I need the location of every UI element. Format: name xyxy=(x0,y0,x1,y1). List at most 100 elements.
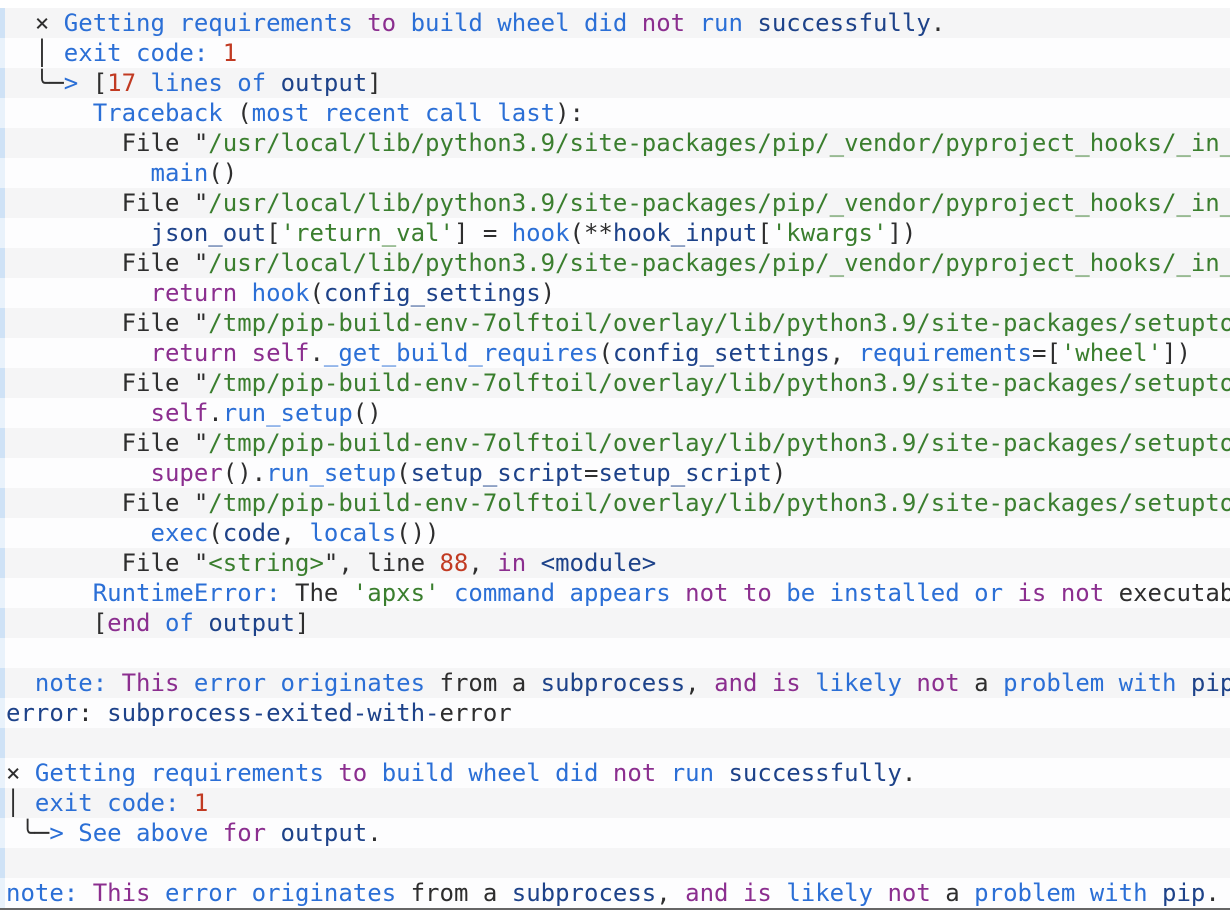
terminal-line: │ exit code: 1 xyxy=(0,788,1230,818)
line-gutter-marker xyxy=(0,368,5,398)
text-token: from a xyxy=(410,879,512,907)
text-token xyxy=(6,99,93,127)
text-token: be installed or xyxy=(786,579,1018,607)
text-token: build wheel did xyxy=(410,9,642,37)
line-gutter-marker xyxy=(0,608,5,638)
terminal-line xyxy=(0,848,1230,878)
text-token: File " xyxy=(6,549,209,577)
text-token: error originates xyxy=(164,879,411,907)
text-token: 'return_val' xyxy=(280,219,454,247)
terminal-line: error: subprocess-exited-with-error xyxy=(0,698,1230,728)
line-gutter-marker xyxy=(0,218,5,248)
line-gutter-marker xyxy=(0,38,5,68)
terminal-line: File "/tmp/pip-build-env-7olftoil/overla… xyxy=(0,308,1230,338)
text-token: command appears xyxy=(453,579,686,607)
text-token: problem with xyxy=(974,879,1163,907)
text-token: output xyxy=(280,819,368,847)
text-token: a xyxy=(945,879,975,907)
text-token: , xyxy=(468,549,498,577)
text-token: pip xyxy=(1162,879,1206,907)
line-gutter-marker xyxy=(0,8,5,38)
text-token: = xyxy=(584,459,599,487)
text-token: ( xyxy=(598,339,613,367)
line-gutter-marker xyxy=(0,818,5,848)
line-gutter-marker xyxy=(0,698,5,728)
text-token: hook_input xyxy=(612,219,758,247)
terminal-line: │ exit code: 1 xyxy=(0,38,1230,68)
text-token: /tmp/pip-build-env-7olftoil/overlay/lib/… xyxy=(208,489,1230,517)
text-token: not xyxy=(612,759,671,787)
line-gutter-marker xyxy=(0,278,5,308)
line-gutter-marker xyxy=(0,98,5,128)
text-token: . xyxy=(367,819,382,847)
text-token: . xyxy=(309,339,324,367)
text-token: ( xyxy=(309,279,324,307)
text-token: =[ xyxy=(1031,339,1061,367)
text-token: subprocess xyxy=(511,879,657,907)
line-gutter-marker xyxy=(0,668,5,698)
line-gutter-marker xyxy=(0,248,5,278)
text-token: problem with xyxy=(1003,669,1191,697)
text-token: ): xyxy=(555,99,584,127)
text-token: File " xyxy=(6,129,209,157)
text-token xyxy=(6,459,151,487)
line-gutter-marker xyxy=(0,398,5,428)
text-token: super xyxy=(150,459,223,487)
text-token: │ xyxy=(6,39,64,67)
terminal-line: File "/usr/local/lib/python3.9/site-pack… xyxy=(0,128,1230,158)
terminal-line: ╰─> See above for output. xyxy=(0,818,1230,848)
terminal-line: ╰─> [17 lines of output] xyxy=(0,68,1230,98)
text-token: to xyxy=(367,9,411,37)
terminal-line: self.run_setup() xyxy=(0,398,1230,428)
line-gutter-marker xyxy=(0,158,5,188)
text-token: () xyxy=(352,399,382,427)
terminal-line: json_out['return_val'] = hook(**hook_inp… xyxy=(0,218,1230,248)
terminal-line: note: This error originates from a subpr… xyxy=(0,668,1230,698)
text-token: ] = xyxy=(453,219,512,247)
text-token: locals xyxy=(309,519,397,547)
line-gutter-marker xyxy=(0,548,5,578)
text-token: × xyxy=(6,759,35,787)
text-token: ) xyxy=(771,459,787,487)
text-token: return xyxy=(150,279,252,307)
text-token: File " xyxy=(6,429,209,457)
line-gutter-marker xyxy=(0,428,5,458)
text-token xyxy=(6,159,151,187)
text-token: run_setup xyxy=(222,399,353,427)
text-token: lines of xyxy=(150,69,281,97)
text-token: . xyxy=(208,399,223,427)
line-gutter-marker xyxy=(0,728,5,758)
text-token: This xyxy=(121,669,194,697)
text-token: to xyxy=(338,759,382,787)
line-gutter-marker xyxy=(0,518,5,548)
text-token: error xyxy=(439,699,512,727)
text-token: . xyxy=(901,759,917,787)
text-token: output xyxy=(280,69,368,97)
terminal-line: return hook(config_settings) xyxy=(0,278,1230,308)
text-token: main xyxy=(150,159,209,187)
text-token xyxy=(6,519,151,547)
text-token: () xyxy=(208,159,238,187)
text-token: end xyxy=(107,609,165,637)
text-token: File " xyxy=(6,489,209,517)
text-token: subprocess-exited-with- xyxy=(107,699,440,727)
terminal-line: main() xyxy=(0,158,1230,188)
text-token: ( xyxy=(396,459,411,487)
text-token: successfully xyxy=(757,9,931,37)
terminal-line xyxy=(0,728,1230,758)
text-token: error originates xyxy=(193,669,440,697)
text-token: not xyxy=(916,669,975,697)
text-token: ] xyxy=(367,69,382,97)
text-token: not xyxy=(641,9,700,37)
text-token: exec xyxy=(150,519,209,547)
text-token xyxy=(6,669,35,697)
text-token: run xyxy=(699,9,758,37)
line-gutter-marker xyxy=(0,338,5,368)
text-token: [ xyxy=(6,609,108,637)
line-gutter-marker xyxy=(0,788,5,818)
text-token: 'kwargs' xyxy=(771,219,888,247)
terminal-line: super().run_setup(setup_script=setup_scr… xyxy=(0,458,1230,488)
text-token: successfully xyxy=(728,759,902,787)
terminal-line xyxy=(0,638,1230,668)
text-token: ]) xyxy=(887,219,917,247)
